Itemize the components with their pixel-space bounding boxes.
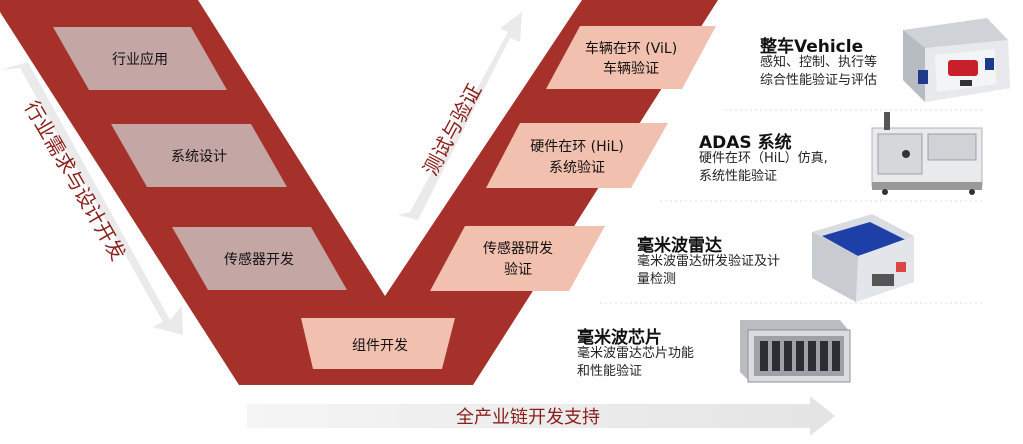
label-sensor-rd-1: 传感器研发 — [483, 240, 553, 257]
separators — [600, 109, 985, 304]
product-desc-vehicle-1: 感知、控制、执行等 — [760, 55, 878, 70]
box-sensor-dev — [172, 227, 347, 290]
v-band — [0, 0, 718, 385]
label-vil-2: 车辆验证 — [603, 60, 659, 77]
radar-box-image — [812, 214, 914, 302]
left-down-arrow — [0, 62, 183, 335]
product-desc-radar-2: 量检测 — [637, 272, 677, 287]
box-hil — [486, 123, 668, 188]
chip-instrument-image — [740, 320, 851, 383]
label-sensor-dev: 传感器开发 — [224, 251, 294, 268]
box-sensor-rd — [430, 226, 605, 291]
product-desc-adas-2: 系统性能验证 — [699, 169, 778, 184]
right-up-arrow — [398, 12, 522, 220]
label-hil-1: 硬件在环 (HiL) — [530, 139, 624, 155]
label-component-dev: 组件开发 — [352, 338, 408, 354]
product-desc-vehicle-2: 综合性能验证与评估 — [760, 73, 878, 88]
box-system-design — [111, 124, 287, 187]
product-desc-adas-1: 硬件在环（HiL）仿真, — [699, 151, 828, 166]
product-title-adas: ADAS 系统 — [699, 133, 792, 153]
label-vil-1: 车辆在环 (ViL) — [585, 40, 677, 57]
box-vil — [546, 26, 716, 89]
label-system-design: 系统设计 — [171, 149, 227, 165]
product-desc-chip-2: 和性能验证 — [577, 364, 643, 379]
product-title-vehicle: 整车Vehicle — [760, 37, 864, 57]
box-industry — [53, 27, 227, 90]
box-component-dev — [301, 318, 455, 369]
label-industry: 行业应用 — [112, 51, 168, 68]
label-hil-2: 系统验证 — [549, 160, 605, 176]
product-title-radar: 毫米波雷达 — [637, 236, 722, 256]
bottom-arrow — [247, 396, 835, 436]
product-title-chip: 毫米波芯片 — [577, 328, 662, 348]
product-desc-radar-1: 毫米波雷达研发验证及计 — [637, 254, 781, 269]
bottom-arrow-label: 全产业链开发支持 — [456, 407, 600, 428]
label-sensor-rd-2: 验证 — [504, 262, 532, 278]
vehicle-chamber-image — [903, 18, 1010, 102]
product-desc-chip-1: 毫米波雷达芯片功能 — [577, 346, 695, 361]
adas-cabinet-image — [871, 112, 983, 195]
